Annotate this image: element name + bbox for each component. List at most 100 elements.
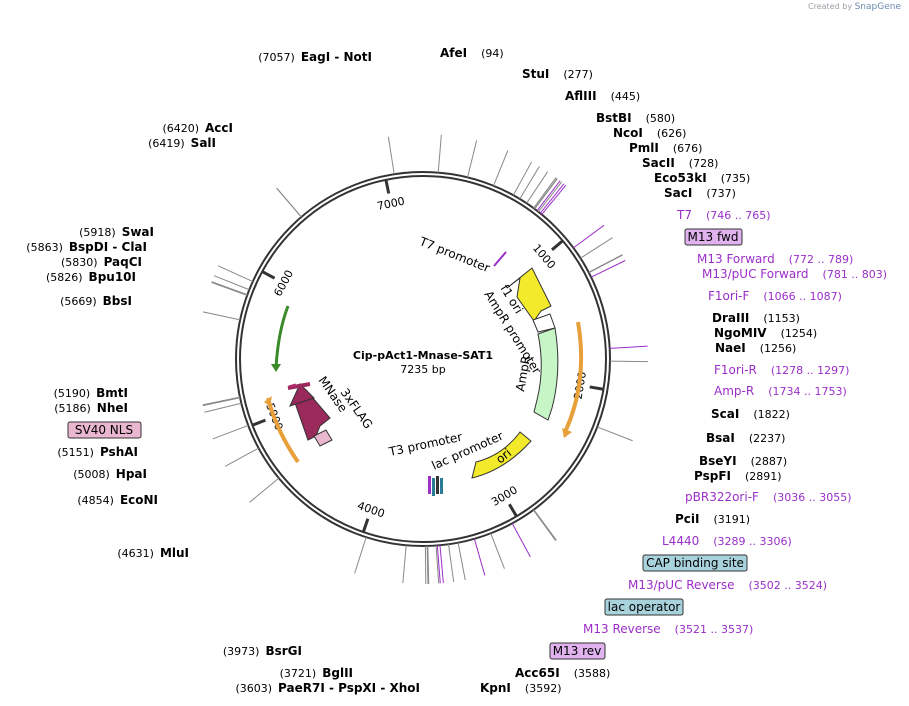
leader-line	[532, 509, 557, 541]
sv40-tick	[288, 383, 297, 389]
feature-label[interactable]: M13/pUC Reverse(3502 .. 3524)	[628, 578, 827, 592]
snapgene-credit: Created by SnapGene	[808, 2, 901, 12]
feature-label[interactable]: pBR322ori-F(3036 .. 3055)	[685, 490, 852, 504]
leader-line	[276, 187, 302, 218]
backbone-outer-circle	[235, 171, 611, 547]
left-enzyme-labels: (7057)EagI - NotI (6420)AccI (6419)SalI …	[26, 50, 420, 695]
enzyme-label[interactable]: (6419)SalI	[148, 136, 216, 150]
leader-line	[519, 166, 540, 200]
lac-operator-box[interactable]: lac operator	[604, 598, 684, 616]
enzyme-label[interactable]: NaeI(1256)	[715, 341, 796, 355]
leader-line	[493, 150, 509, 186]
scale-tick	[361, 518, 370, 533]
enzyme-label[interactable]: (5669)BbsI	[60, 294, 132, 308]
enzyme-label[interactable]: StuI(277)	[522, 67, 593, 81]
enzyme-label[interactable]: Eco53kI(735)	[654, 171, 750, 185]
leader-line	[204, 402, 242, 413]
feature-label[interactable]: F1ori-F(1066 .. 1087)	[708, 289, 842, 303]
cap-binding-site-box-bg	[642, 554, 748, 572]
enzyme-label[interactable]: (3721)BglII	[280, 666, 353, 680]
leader-line	[448, 544, 455, 582]
enzyme-label[interactable]: AfeI(94)	[440, 46, 504, 60]
leader-line	[435, 545, 440, 584]
scale-tick-label: 6000	[271, 268, 296, 299]
enzyme-label[interactable]: (5186)NheI	[54, 401, 128, 415]
feature-label[interactable]: M13 Reverse(3521 .. 3537)	[583, 622, 753, 636]
feature-label[interactable]: Amp-R(1734 .. 1753)	[714, 384, 847, 398]
scale-tick-label: 1000	[530, 242, 558, 272]
green-arc-left	[274, 305, 290, 369]
enzyme-label[interactable]: PmlI(676)	[629, 141, 702, 155]
enzyme-label[interactable]: (5830)PaqCI	[61, 255, 142, 269]
enzyme-label[interactable]: (5190)BmtI	[54, 386, 128, 400]
leader-line	[526, 171, 549, 204]
scale-tick-label: 3000	[489, 483, 520, 508]
enzyme-label[interactable]: ScaI(1822)	[711, 407, 790, 421]
enzyme-label[interactable]: SacII(728)	[642, 156, 718, 170]
leader-line	[457, 542, 466, 581]
leader-line	[202, 311, 241, 321]
ampr-label: AmpR	[513, 355, 533, 393]
enzyme-label[interactable]: (5863)BspDI - ClaI	[26, 240, 147, 254]
enzyme-label[interactable]: AflIII(445)	[565, 89, 640, 103]
m13-rev-box-bg	[549, 642, 606, 660]
enzyme-label[interactable]: BstBI(580)	[596, 111, 675, 125]
leader-line	[402, 545, 407, 584]
sv40-nls-box[interactable]: SV40 NLS	[67, 421, 142, 439]
flag-box[interactable]	[313, 429, 333, 447]
enzyme-label[interactable]: (5008)HpaI	[73, 467, 147, 481]
enzyme-label[interactable]: NcoI(626)	[613, 126, 686, 140]
ampr-arrow[interactable]	[533, 327, 559, 421]
enzyme-label[interactable]: DraIII(1153)	[712, 311, 800, 325]
cap-binding-site-box[interactable]: CAP binding site	[642, 554, 748, 572]
lac-operator-label: lac operator	[608, 600, 681, 614]
enzyme-label[interactable]: BseYI(2887)	[699, 454, 787, 468]
enzyme-label[interactable]: (5826)Bpu10I	[46, 270, 136, 284]
scale-tick-label: 7000	[376, 195, 406, 213]
enzyme-label[interactable]: KpnI(3592)	[480, 681, 561, 695]
enzyme-label[interactable]: (4631)MluI	[117, 546, 189, 560]
scale-tick-label: 4000	[356, 499, 387, 520]
backbone-inner-circle	[239, 175, 607, 543]
leader-line	[597, 426, 633, 442]
m13-fwd-box-bg	[684, 228, 743, 246]
inner-features	[264, 251, 584, 496]
leader-line	[211, 281, 248, 296]
leader-line	[202, 396, 241, 406]
enzyme-label[interactable]: NgoMIV(1254)	[714, 326, 817, 340]
leader-line-layer	[202, 134, 648, 584]
t7-promoter-arrow	[493, 251, 507, 267]
enzyme-label[interactable]: (5918)SwaI	[79, 225, 154, 239]
top-enzyme-labels: AfeI(94) StuI(277) AflIII(445) BstBI(580…	[440, 46, 750, 200]
leader-line	[249, 477, 280, 503]
enzyme-label[interactable]: SacI(737)	[664, 186, 736, 200]
m13-rev-box[interactable]: M13 rev	[549, 642, 606, 660]
leader-line	[541, 184, 567, 215]
leader-line	[354, 537, 367, 574]
enzyme-label[interactable]: (4854)EcoNI	[77, 493, 158, 507]
sv40-nls-label: SV40 NLS	[75, 423, 133, 437]
enzyme-label[interactable]: (6420)AccI	[162, 121, 233, 135]
m13-fwd-label: M13 fwd	[688, 230, 739, 244]
ori-arrow[interactable]	[471, 431, 532, 479]
enzyme-label[interactable]: (3603)PaeR7I - PspXI - XhoI	[235, 681, 420, 695]
enzyme-label[interactable]: PspFI(2891)	[694, 469, 782, 483]
enzyme-label[interactable]: (5151)PshAI	[57, 445, 138, 459]
enzyme-label[interactable]: (3973)BsrGI	[223, 644, 302, 658]
enzyme-label[interactable]: PciI(3191)	[675, 512, 750, 526]
feature-label[interactable]: F1ori-R(1278 .. 1297)	[714, 363, 849, 377]
enzyme-label[interactable]: Acc65I(3588)	[515, 666, 610, 680]
feature-label[interactable]: L4440(3289 .. 3306)	[662, 534, 792, 548]
scale-tick	[508, 503, 518, 518]
feature-label[interactable]: T7(746 .. 765)	[676, 208, 771, 222]
scale-tick	[551, 239, 564, 251]
feature-label[interactable]: M13 Forward(772 .. 789)	[697, 252, 853, 266]
enzyme-label[interactable]: BsaI(2237)	[706, 431, 785, 445]
feature-label[interactable]: M13/pUC Forward(781 .. 803)	[702, 267, 887, 281]
leader-line	[533, 177, 557, 209]
enzyme-label[interactable]: (7057)EagI - NotI	[258, 50, 372, 64]
m13-fwd-box[interactable]: M13 fwd	[684, 228, 743, 246]
f1-ori-arrow[interactable]	[506, 267, 552, 322]
leader-line	[573, 224, 605, 249]
